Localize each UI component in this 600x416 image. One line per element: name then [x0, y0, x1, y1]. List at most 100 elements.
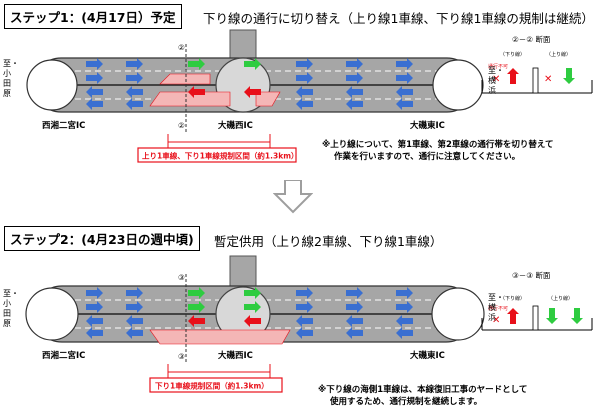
left-terminal-circle — [26, 59, 78, 111]
blue-arrow — [296, 98, 313, 110]
ic-left-label: 西湘二宮IC — [42, 120, 85, 131]
step1-road-diagram: ② ② 西湘二宮IC 大磯西IC 大磯東IC 上り1車線、下り1車線規制区間（約… — [26, 29, 593, 163]
west-label-1: 至・小田原 — [3, 59, 19, 98]
left-terminal-circle — [25, 287, 79, 341]
red-arrow — [188, 86, 205, 98]
step1-note: ※上り線について、第1車線、第2車線の通行帯を切り替えて 作業を行いますので、通… — [322, 139, 554, 163]
green-down-arrow-icon — [563, 68, 575, 84]
lane-up-label: （上り線） — [546, 51, 571, 58]
blue-arrow — [126, 287, 143, 299]
range-label: 上り1車線、下り1車線規制区間（約1.3km） — [142, 151, 299, 161]
step1-note-line2: 作業を行いますので、通行に注意してください。 — [334, 152, 521, 162]
ic-center-label: 大磯西IC — [218, 350, 253, 361]
closure-zone — [159, 73, 211, 85]
west-label-2: 至・小田原 — [3, 289, 19, 328]
median-barrier — [532, 67, 539, 94]
blue-arrow — [86, 315, 103, 327]
lane4-arrows — [86, 98, 413, 110]
lane-down-label: （下り線） — [500, 51, 525, 58]
blue-arrow — [346, 301, 363, 313]
blue-arrow — [86, 72, 103, 84]
lane3-arrows — [86, 86, 413, 98]
blue-arrow — [126, 72, 143, 84]
blue-arrow — [126, 315, 143, 327]
blue-arrow — [346, 58, 363, 70]
step1-label: ステップ1：(4月17日）予定 — [10, 10, 176, 25]
red-up-arrow-icon — [507, 68, 519, 84]
ic-right-label: 大磯東IC — [410, 120, 445, 131]
closure-zone — [149, 329, 291, 345]
right-terminal-circle — [431, 287, 485, 341]
east-label-2: 至・横浜 — [488, 293, 504, 322]
green-arrows — [188, 58, 261, 70]
blue-arrow — [346, 327, 363, 339]
median-barrier — [532, 305, 539, 331]
blue-arrow — [396, 301, 413, 313]
step1-note-line1: ※上り線について、第1車線、第2車線の通行帯を切り替えて — [322, 140, 554, 150]
closed-x-icon: ✕ — [544, 74, 552, 85]
cross-section-title: ③－③ 断面 — [512, 270, 551, 280]
section-marker-top: ② — [178, 43, 185, 52]
red-arrow — [244, 315, 261, 327]
blue-arrow — [126, 301, 143, 313]
green-arrow — [244, 287, 261, 299]
east-label-1: 至・横浜 — [488, 66, 504, 95]
section-marker-bottom: ② — [178, 121, 185, 130]
green-down-arrow-icon — [546, 308, 558, 324]
blue-arrow — [126, 58, 143, 70]
no-entry-text: 通行不可 — [488, 305, 508, 312]
cross-section-title: ②－② 断面 — [512, 34, 551, 44]
ic-left-label: 西湘二宮IC — [42, 350, 85, 361]
step2-label: ステップ2：(4月23日の週中頃) — [10, 232, 194, 247]
blue-arrow — [86, 58, 103, 70]
step2-note-line1: ※下り線の海側1車線は、本線復旧工事のヤードとして — [318, 385, 528, 395]
closure-zone — [149, 91, 231, 107]
blue-arrow — [296, 287, 313, 299]
green-arrow — [188, 58, 205, 70]
blue-arrow — [296, 58, 313, 70]
red-arrow — [244, 86, 261, 98]
step2-road-diagram: ③ ③ 西湘二宮IC 大磯西IC 大磯東IC 下り1車線規制区間（約1.3km）… — [25, 255, 593, 393]
step1-headline: 下り線の通行に切り替え（上り線1車線、下り線1車線の規制は継続） — [203, 11, 594, 26]
blue-arrow — [126, 327, 143, 339]
blue-arrow — [126, 98, 143, 110]
step1-label-box: ステップ1：(4月17日）予定 — [4, 4, 182, 29]
step-transition-arrow-icon — [273, 180, 313, 214]
blue-arrow — [346, 72, 363, 84]
blue-arrow — [346, 315, 363, 327]
blue-arrow — [346, 287, 363, 299]
blue-arrow — [296, 72, 313, 84]
blue-arrow — [396, 327, 413, 339]
step2-label-box: ステップ2：(4月23日の週中頃) — [4, 226, 200, 251]
green-arrow — [188, 287, 205, 299]
blue-arrow — [396, 58, 413, 70]
range-label: 下り1車線規制区間（約1.3km） — [155, 381, 269, 391]
step2-note: ※下り線の海側1車線は、本線復旧工事のヤードとして 使用するため、通行規制を継続… — [318, 384, 527, 408]
closed-x-icon: ✕ — [492, 74, 500, 85]
blue-arrow — [396, 72, 413, 84]
green-arrow — [188, 301, 205, 313]
lane-down-label: （下り線） — [500, 295, 525, 302]
green-arrow — [244, 301, 261, 313]
blue-arrow — [86, 287, 103, 299]
red-up-arrow-icon — [507, 308, 519, 324]
ic-center-label: 大磯西IC — [218, 120, 253, 131]
red-arrow — [188, 315, 205, 327]
blue-arrow — [346, 98, 363, 110]
lane2-arrows — [86, 72, 413, 84]
lane1-arrows — [86, 58, 413, 70]
no-entry-text: 通行不可 — [488, 63, 508, 70]
blue-arrow — [346, 86, 363, 98]
section-marker-top: ③ — [178, 273, 185, 282]
range-label-box — [149, 377, 283, 393]
red-arrows — [188, 86, 261, 98]
blue-arrow — [396, 86, 413, 98]
closure-zone — [255, 91, 281, 107]
blue-arrow — [396, 287, 413, 299]
blue-arrow — [86, 98, 103, 110]
blue-arrow — [86, 86, 103, 98]
blue-arrow — [296, 315, 313, 327]
step2-note-line2: 使用するため、通行規制を継続します。 — [330, 397, 483, 407]
right-terminal-circle — [432, 59, 484, 111]
green-arrow — [244, 58, 261, 70]
